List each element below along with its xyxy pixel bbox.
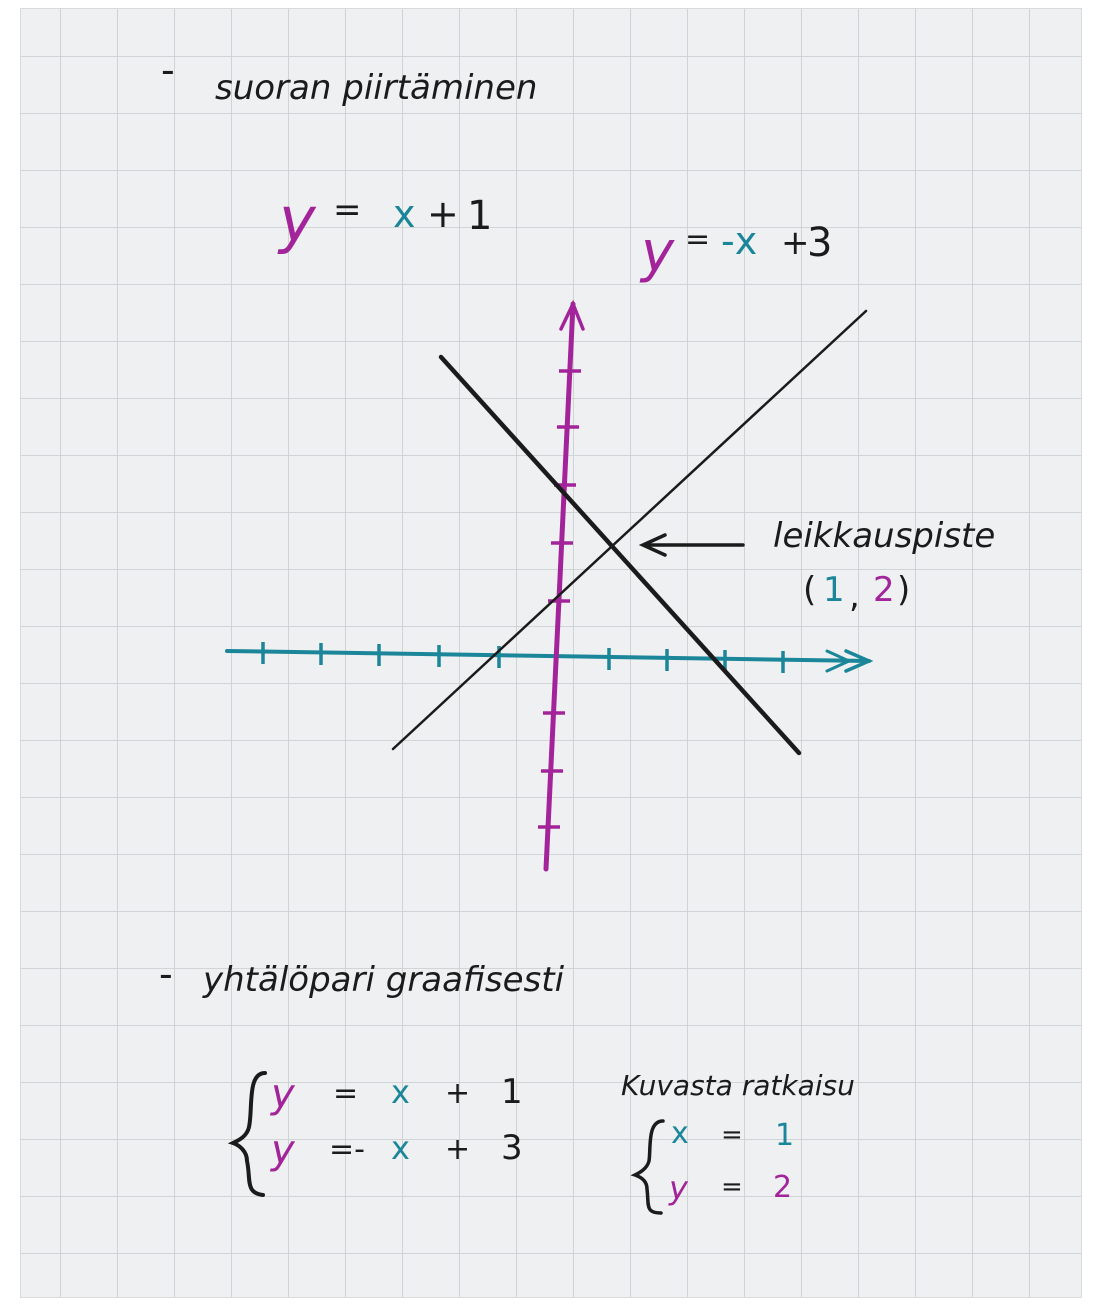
sol1-val: 1 [775,1118,794,1153]
sol2-val: 2 [773,1170,792,1205]
system-row-2: y =- x + 3 [270,1127,523,1173]
sol2-eq: = [721,1172,743,1202]
coord-close: ) [897,570,910,610]
heading-dash-2: - [159,952,173,996]
system-brace [227,1071,267,1197]
sys2-op: + [445,1132,470,1167]
coordinate-graph [225,299,874,872]
eq2-eq: = [685,222,710,257]
intersection-pointer-head [638,533,667,557]
intersection-label: leikkauspiste [773,516,995,556]
intersection-coordinates: ( 1 , 2 ) [803,570,910,616]
sys2-c: 3 [501,1128,523,1168]
grid-lines [21,9,1081,1297]
eq2-c: 3 [807,220,832,266]
sys2-y: y [270,1127,296,1173]
coord-x: 1 [823,570,845,610]
solution-brace [630,1119,665,1215]
solution-title: Kuvasta ratkaisu [621,1069,855,1102]
sys1-c: 1 [501,1072,523,1112]
x-axis [225,649,871,663]
sys1-y: y [270,1071,296,1117]
sys2-eq: =- [329,1132,365,1167]
eq2-y: y [639,220,675,285]
eq1-c: 1 [467,193,492,239]
paper-drawing: - suoran piirtäminen y = x + 1 y = -x + … [21,9,1081,1297]
coord-sep: , [849,576,860,616]
solution-row-1: x = 1 [671,1116,794,1153]
sol2-var: y [668,1169,689,1207]
eq1-op: + [427,192,459,236]
equation-2: y = -x + 3 [639,219,832,285]
eq1-x: x [393,192,416,236]
x-axis-arrow-2 [825,649,853,673]
sys1-op: + [445,1076,470,1111]
sys2-x: x [391,1129,410,1167]
eq2-op: + [781,223,810,263]
eq1-y: y [277,183,317,256]
line-y-equals-x-plus-1 [391,309,868,751]
y-axis [543,301,576,872]
coord-open: ( [803,570,816,610]
x-axis-arrow [844,649,874,673]
sys1-eq: = [333,1076,358,1111]
system-row-1: y = x + 1 [270,1071,523,1117]
coord-y: 2 [873,570,895,610]
line-y-equals-minus-x-plus-3 [438,354,802,756]
sol1-eq: = [721,1120,743,1150]
eq2-x: -x [721,219,757,263]
sol1-var: x [671,1116,689,1151]
heading-system-graphically: yhtälöpari graafisesti [202,960,565,1000]
solution-row-2: y = 2 [668,1169,792,1207]
eq1-eq: = [333,190,362,230]
y-axis-arrow [559,299,585,331]
equation-1: y = x + 1 [277,183,492,256]
heading-line-drawing: suoran piirtäminen [215,68,537,108]
sys1-x: x [391,1073,410,1111]
notebook-paper: - suoran piirtäminen y = x + 1 y = -x + … [20,8,1082,1298]
heading-dash-1: - [161,48,175,92]
